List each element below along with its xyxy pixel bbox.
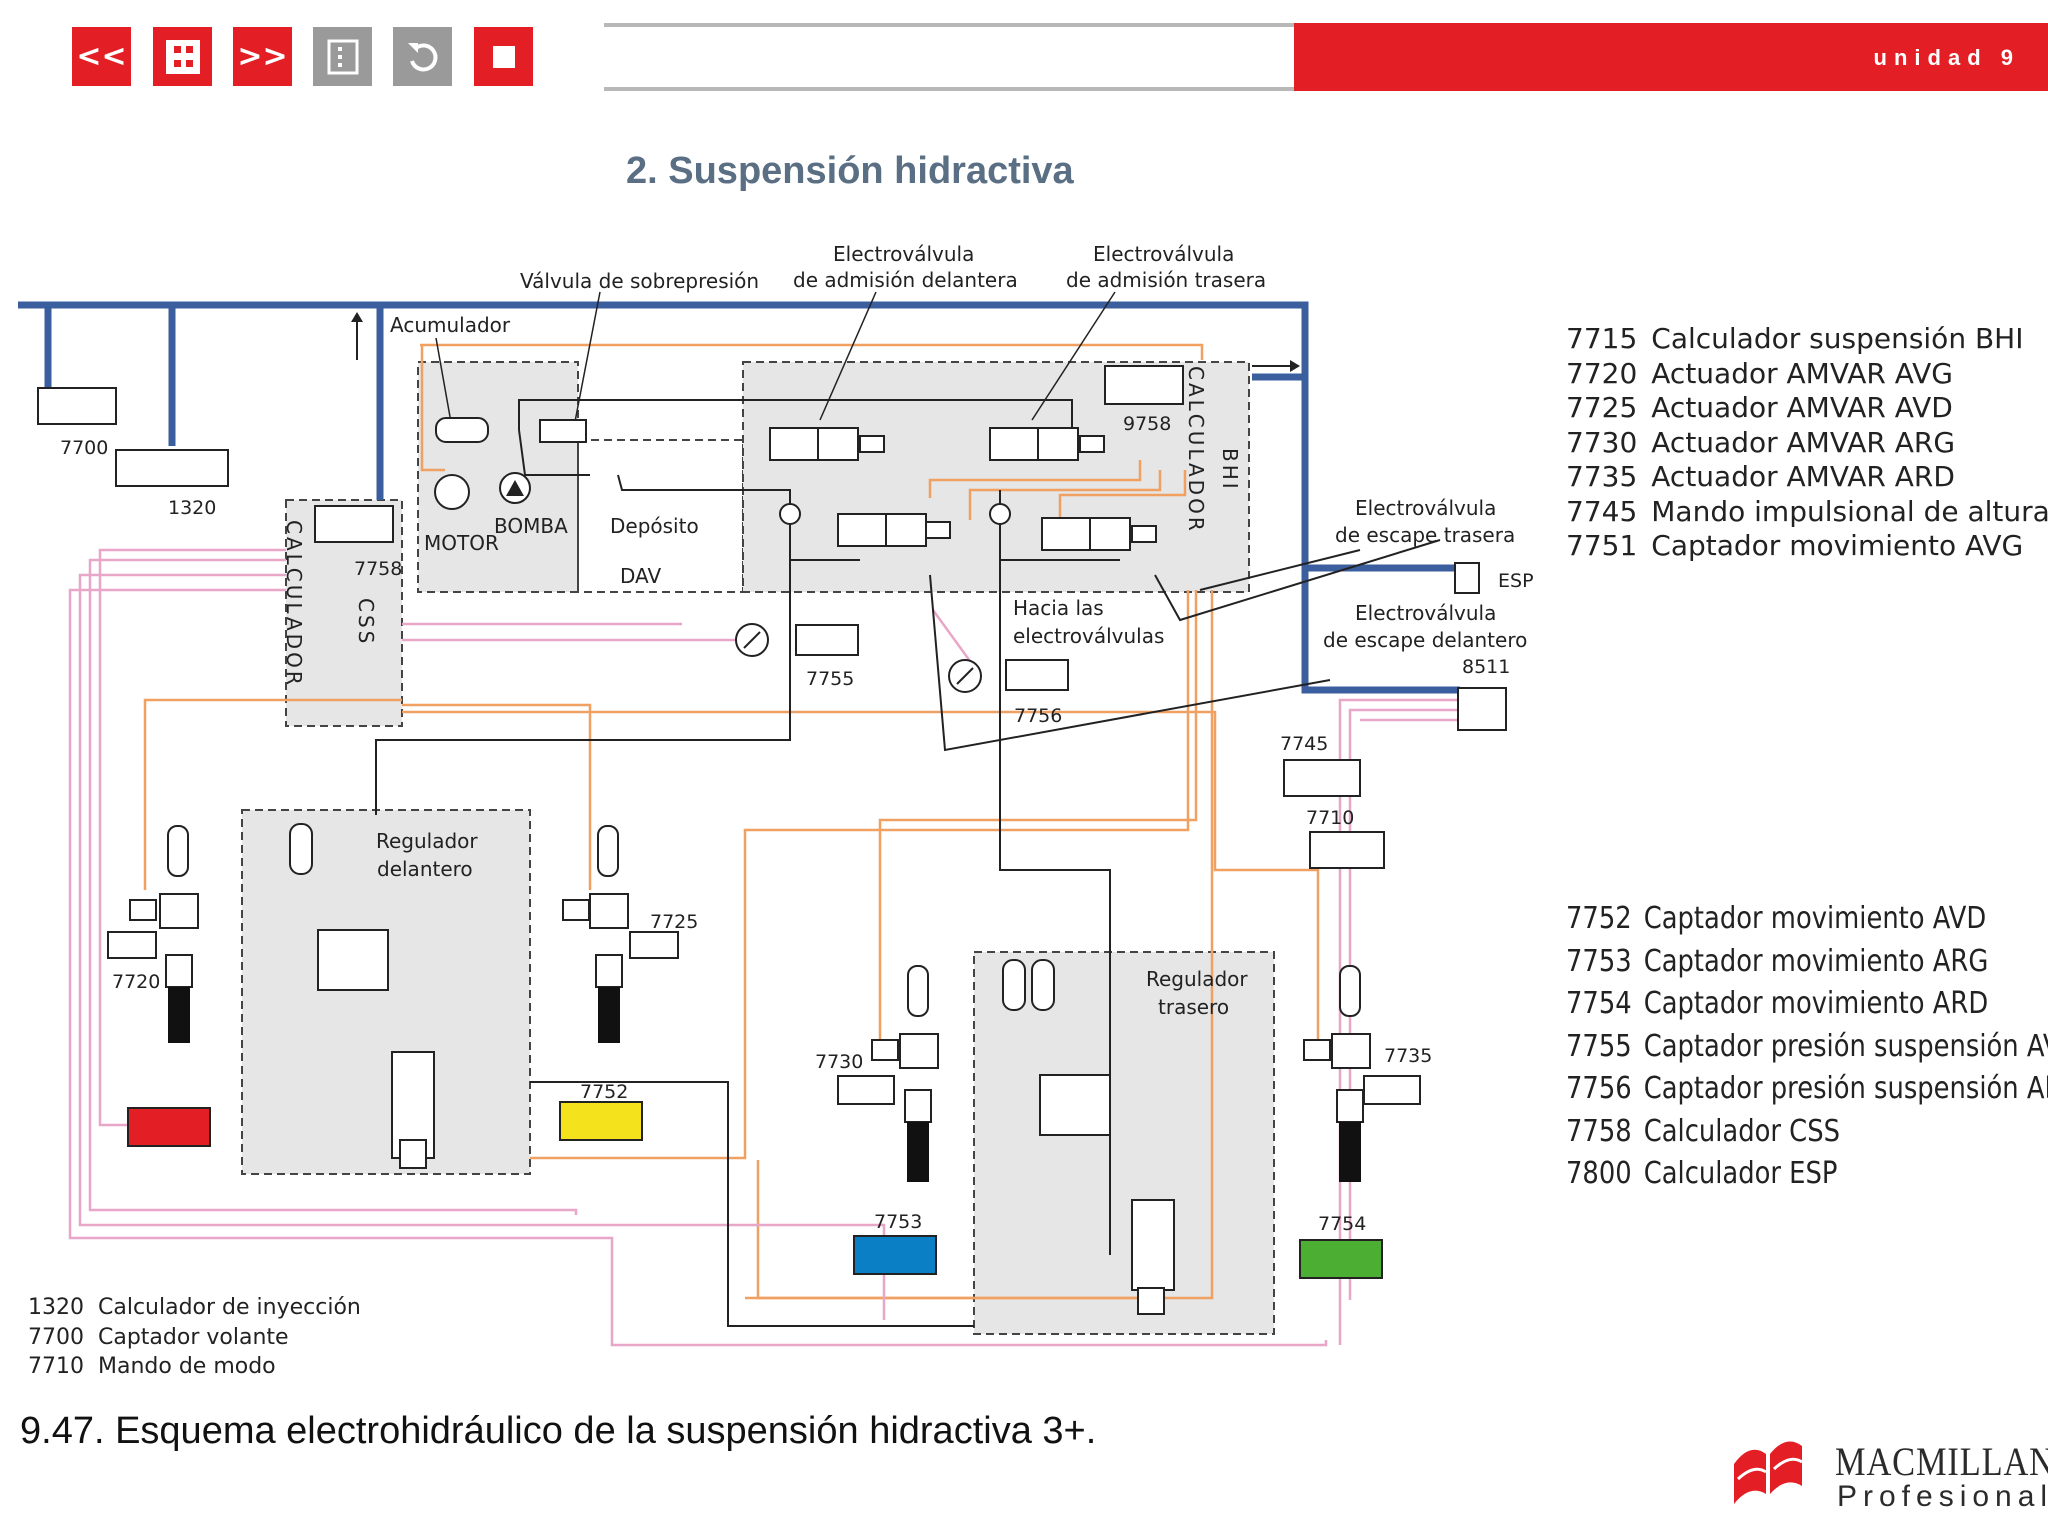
sensor-7751 bbox=[127, 1107, 211, 1147]
figure-caption: 9.47. Esquema electrohidráulico de la su… bbox=[20, 1410, 1097, 1452]
svg-text:de admisión delantera: de admisión delantera bbox=[793, 268, 1018, 292]
svg-text:de escape trasera: de escape trasera bbox=[1335, 523, 1515, 547]
svg-text:7725: 7725 bbox=[650, 911, 698, 933]
svg-text:7735: 7735 bbox=[1384, 1045, 1432, 1067]
menu-button[interactable] bbox=[153, 27, 212, 86]
rear-regulator-box bbox=[973, 951, 1275, 1335]
index-button[interactable] bbox=[313, 27, 372, 86]
list-icon bbox=[327, 39, 358, 74]
label-bomba: BOMBA bbox=[494, 514, 568, 538]
svg-text:7700: 7700 bbox=[60, 437, 108, 459]
svg-text:ESP: ESP bbox=[1498, 570, 1534, 592]
svg-text:9758: 9758 bbox=[1123, 413, 1171, 435]
next-button[interactable]: >> bbox=[233, 27, 292, 86]
svg-text:de admisión trasera: de admisión trasera bbox=[1066, 268, 1266, 292]
logo-mark-icon bbox=[1734, 1441, 1803, 1504]
svg-text:Electroválvula: Electroválvula bbox=[1355, 496, 1496, 520]
svg-text:1320: 1320 bbox=[168, 497, 216, 519]
exit-button[interactable] bbox=[474, 27, 533, 86]
label-calculador-bhi: CALCULADOR bbox=[1184, 366, 1208, 534]
svg-text:delantero: delantero bbox=[377, 857, 473, 881]
back-button[interactable] bbox=[393, 27, 452, 86]
header-divider bbox=[604, 23, 1294, 91]
unit-banner: unidad 9 bbox=[1294, 23, 2048, 91]
svg-text:electroválvulas: electroválvulas bbox=[1013, 624, 1164, 648]
label-valvula-sobrepresion: Válvula de sobrepresión bbox=[520, 269, 759, 293]
svg-text:7758: 7758 bbox=[354, 558, 402, 580]
svg-text:7753: 7753 bbox=[874, 1211, 922, 1233]
macmillan-logo: MACMILLAN Profesional bbox=[1730, 1424, 2048, 1514]
unit-label: unidad 9 bbox=[1873, 45, 2020, 70]
label-calculador-css: CALCULADOR bbox=[282, 520, 306, 688]
sensor-7754 bbox=[1299, 1239, 1383, 1279]
label-dav: DAV bbox=[620, 564, 661, 588]
svg-text:7754: 7754 bbox=[1318, 1213, 1366, 1235]
hydraulic-schematic: Válvula de sobrepresión Electroválvula d… bbox=[0, 218, 1540, 1358]
svg-text:Regulador: Regulador bbox=[1146, 967, 1248, 991]
svg-text:Regulador: Regulador bbox=[376, 829, 478, 853]
pump-box bbox=[417, 361, 579, 593]
svg-text:7720: 7720 bbox=[112, 971, 160, 993]
front-regulator-box bbox=[241, 809, 531, 1175]
svg-text:7756: 7756 bbox=[1014, 705, 1062, 727]
svg-text:Electroválvula: Electroválvula bbox=[1093, 242, 1234, 266]
svg-text:7745: 7745 bbox=[1280, 733, 1328, 755]
previous-button[interactable]: << bbox=[72, 27, 131, 86]
svg-text:CSS: CSS bbox=[354, 598, 378, 646]
undo-icon bbox=[407, 42, 437, 71]
section-title: 2. Suspensión hidractiva bbox=[626, 150, 1074, 192]
label-deposito: Depósito bbox=[610, 514, 699, 538]
svg-text:de escape delantero: de escape delantero bbox=[1323, 628, 1527, 652]
svg-text:8511: 8511 bbox=[1462, 656, 1510, 678]
sensor-7752 bbox=[559, 1101, 643, 1141]
label-motor: MOTOR bbox=[424, 531, 499, 555]
svg-text:BHI: BHI bbox=[1218, 448, 1242, 492]
svg-text:Electroválvula: Electroválvula bbox=[833, 242, 974, 266]
sensor-7753 bbox=[853, 1235, 937, 1275]
svg-text:trasero: trasero bbox=[1158, 995, 1229, 1019]
svg-text:7755: 7755 bbox=[806, 668, 854, 690]
stop-icon bbox=[492, 45, 515, 68]
label-acumulador: Acumulador bbox=[390, 313, 511, 337]
svg-text:7710: 7710 bbox=[1306, 807, 1354, 829]
svg-text:7752: 7752 bbox=[580, 1081, 628, 1103]
dice-icon bbox=[165, 39, 200, 74]
svg-text:7730: 7730 bbox=[815, 1051, 863, 1073]
svg-text:Electroválvula: Electroválvula bbox=[1355, 601, 1496, 625]
svg-text:Hacia las: Hacia las bbox=[1013, 596, 1104, 620]
